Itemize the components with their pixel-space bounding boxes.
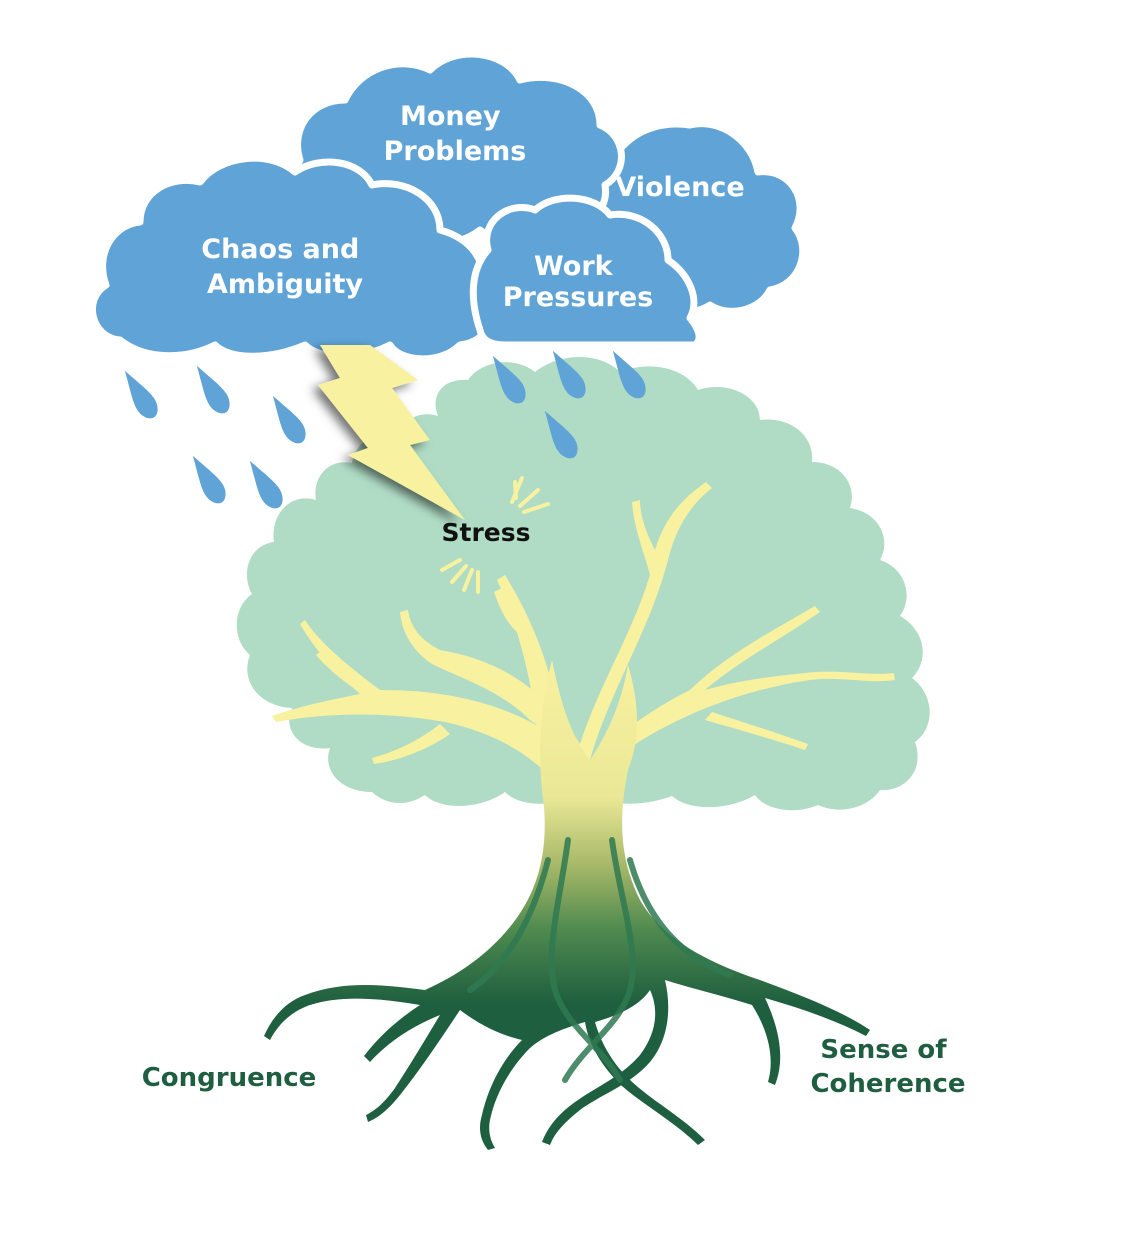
- raindrop-icon: [552, 350, 586, 399]
- cloud-icon: [469, 194, 703, 349]
- root-label-coherence: Sense of Coherence: [810, 1035, 965, 1099]
- cloud-label-money: Money Problems: [384, 101, 527, 167]
- cloud-icon: [89, 154, 494, 363]
- raindrop-icon: [492, 355, 526, 404]
- raindrop-icon: [544, 410, 578, 459]
- raindrop-icon: [196, 365, 230, 414]
- cloud-label-chaos: Chaos and Ambiguity: [201, 234, 368, 300]
- clouds: [89, 50, 807, 363]
- raindrop-icon: [192, 455, 226, 504]
- impact-burst-icon: [440, 476, 550, 594]
- lightning-bolt-icon: [318, 345, 465, 520]
- raindrop-icon: [249, 460, 283, 509]
- rain: [124, 350, 646, 509]
- root-label-congruence: Congruence: [142, 1063, 317, 1093]
- cloud-label-work: Work Pressures: [503, 251, 653, 313]
- stressor-labels: Money Problems Violence Chaos and Ambigu…: [201, 101, 744, 313]
- raindrop-icon: [272, 395, 306, 444]
- stress-label: Stress: [441, 518, 530, 547]
- cloud-label-violence: Violence: [615, 172, 744, 203]
- raindrop-icon: [124, 370, 158, 419]
- resource-labels: Congruence Sense of Coherence: [142, 1035, 966, 1099]
- raindrop-icon: [612, 350, 646, 399]
- tree-icon: [264, 482, 895, 1150]
